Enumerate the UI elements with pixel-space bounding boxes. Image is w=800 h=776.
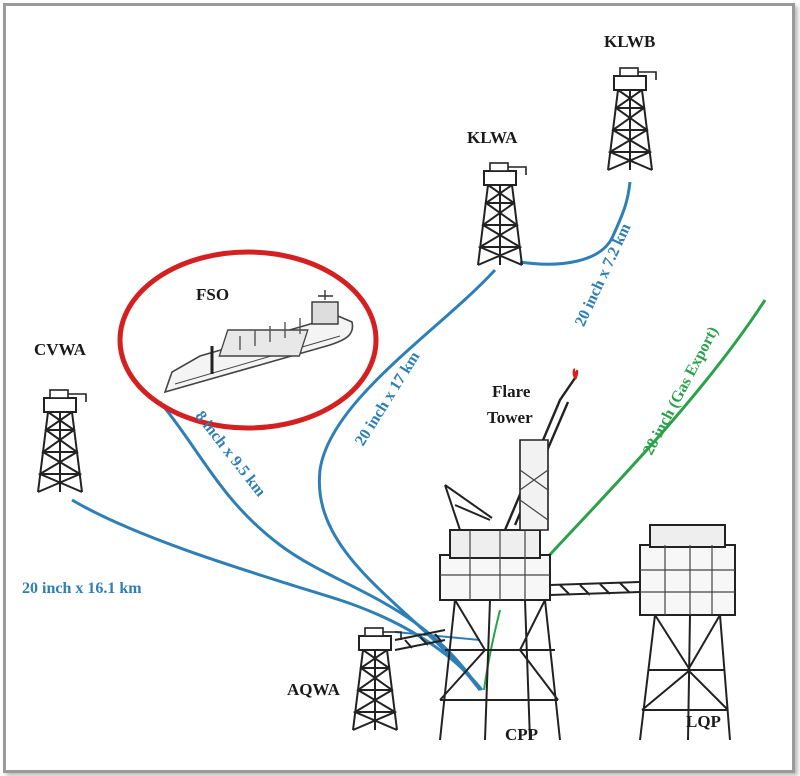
bridge-cpp-lqp (549, 581, 641, 596)
pipeline-gas-export (483, 299, 767, 691)
cvwa-platform (37, 389, 87, 493)
fso-highlight-ellipse (117, 249, 379, 431)
bridge-aqwa-cpp (394, 629, 446, 651)
label-lqp: LQP (686, 712, 721, 731)
fso-vessel (163, 290, 354, 394)
aqwa-platform (352, 627, 402, 731)
label-klwa: KLWA (467, 128, 518, 147)
cpp-platform (439, 368, 579, 741)
pipeline-klwa-klwb (519, 181, 632, 266)
label-cpp: CPP (505, 725, 539, 744)
pipeline-fso-cpp (158, 401, 482, 691)
pipeline-cvwa-cpp (71, 498, 484, 691)
label-flare-line1: Flare (492, 382, 531, 401)
label-aqwa: AQWA (287, 680, 340, 699)
klwb-platform (607, 67, 657, 171)
klwa-platform (477, 162, 527, 266)
label-flare-line2: Tower (487, 408, 533, 427)
label-pipeline-cvwa-cpp: 20 inch x 16.1 km (22, 580, 142, 597)
lqp-platform (639, 524, 736, 741)
label-cvwa: CVWA (34, 340, 86, 359)
label-fso: FSO (196, 285, 230, 304)
diagram-frame (3, 3, 795, 773)
label-klwb: KLWB (604, 32, 656, 51)
